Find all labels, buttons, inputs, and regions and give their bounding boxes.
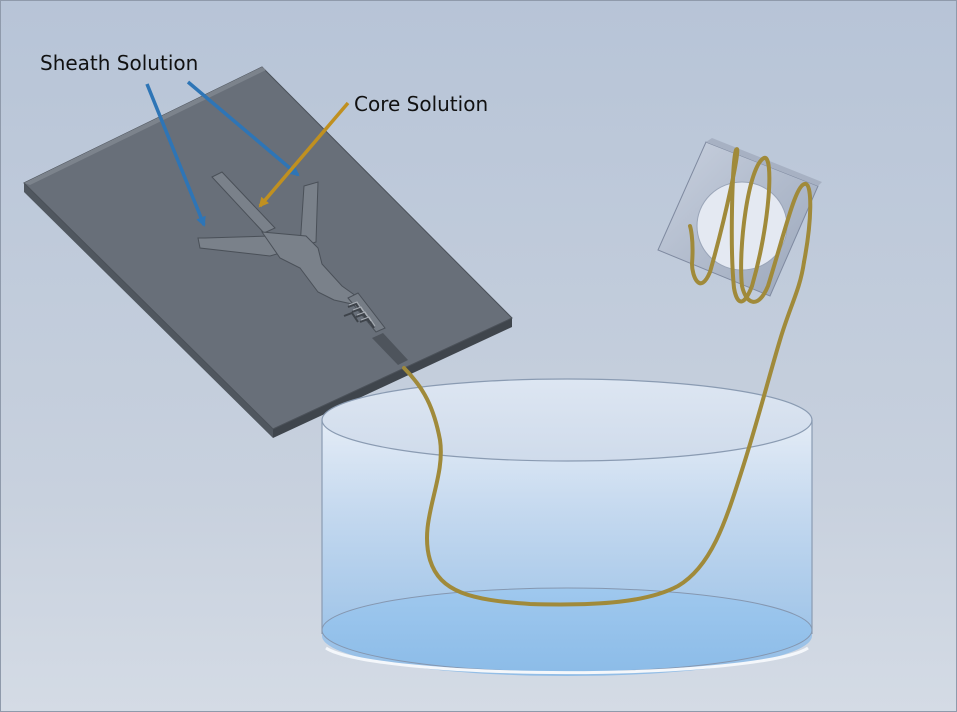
mixer-highlight	[360, 316, 376, 327]
sheath-solution-label: Sheath Solution	[40, 51, 198, 75]
arrow-icon	[258, 101, 350, 208]
fiber	[402, 147, 813, 607]
annotation-arrows	[145, 80, 350, 227]
bath-bottom	[321, 587, 813, 673]
mixer-groove	[343, 311, 359, 323]
mixer-groove	[359, 317, 375, 329]
herringbone-mixer	[343, 302, 375, 329]
arrow-icon	[186, 80, 300, 177]
water-bath	[321, 378, 813, 676]
bath-rim	[321, 378, 813, 462]
arrow-icon	[145, 83, 206, 227]
sheath-inlet-channel-right	[299, 181, 319, 248]
core-inlet-channel	[211, 171, 276, 234]
mixer-highlight	[352, 306, 368, 317]
fiber-strand	[402, 260, 806, 607]
mixer-highlights	[348, 301, 376, 327]
mixer-highlight	[356, 311, 372, 322]
chip-bottom-edge	[24, 183, 273, 438]
mixer-highlight	[348, 301, 364, 312]
fiber-winding	[688, 147, 813, 304]
bath-bottom-shadow	[325, 646, 809, 675]
core-solution-label: Core Solution	[354, 92, 488, 116]
outlet-groove	[372, 333, 408, 365]
y-channel	[197, 171, 386, 333]
